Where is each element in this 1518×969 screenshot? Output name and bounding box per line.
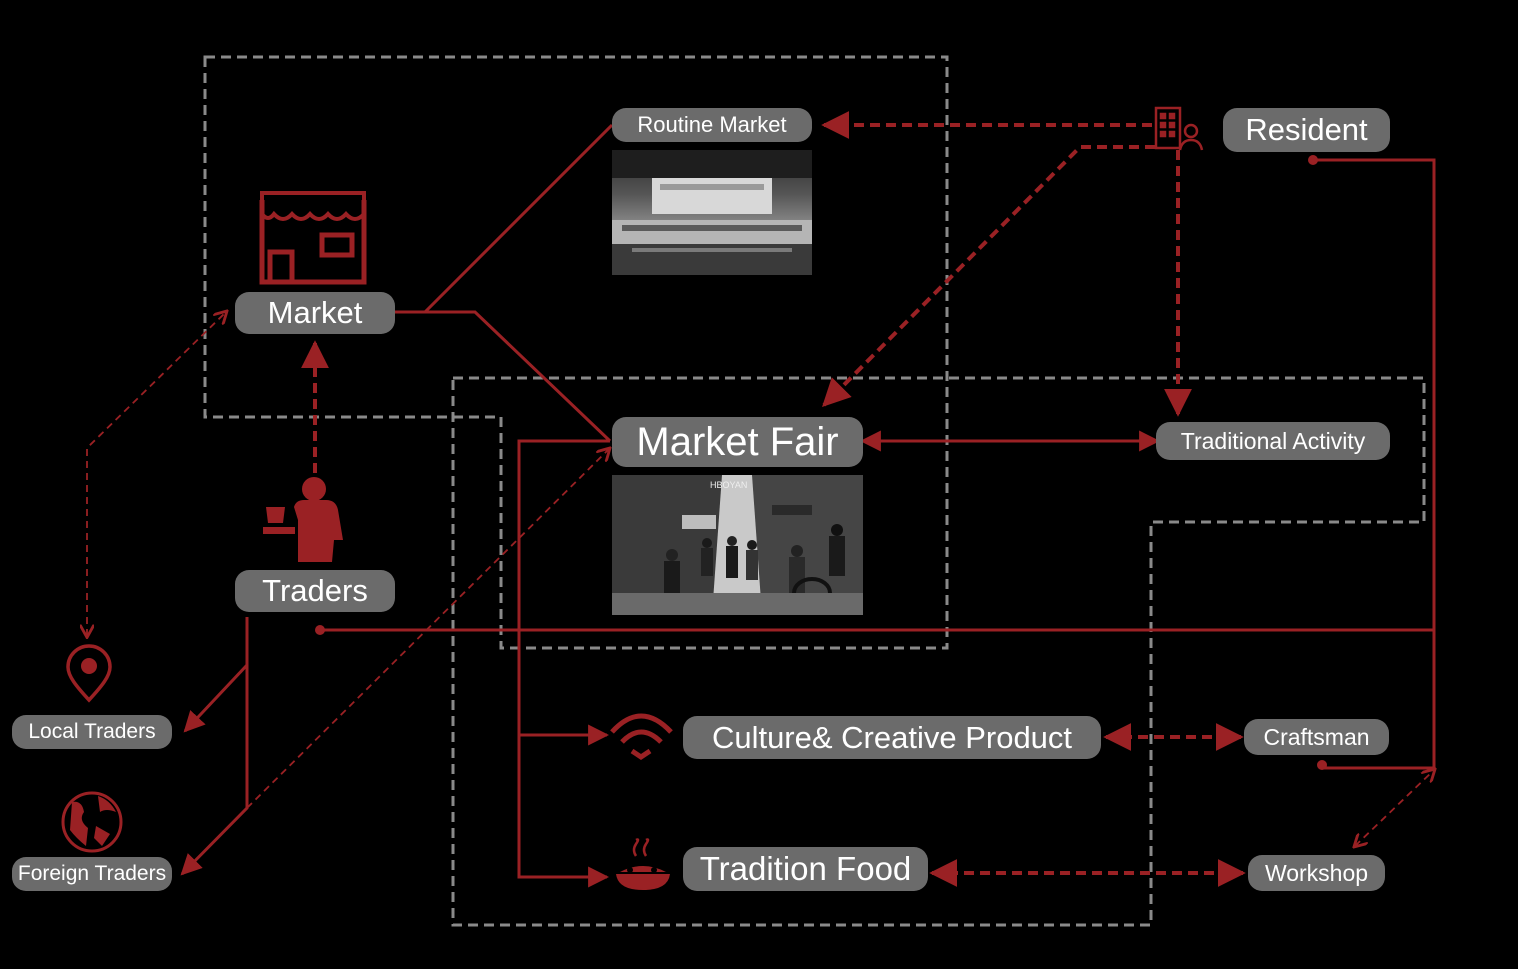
market-fair-photo: HBOYAN [612,475,863,615]
fair-to-food-line [517,735,610,888]
traders-node: Traders [235,570,395,612]
routine-market-photo [612,150,812,275]
traders-to-foreign-line [180,665,249,876]
thin-dashed-connectors [87,312,1434,846]
market-fair-node: Market Fair [612,417,863,467]
resident-node: Resident [1223,108,1390,152]
resident-dot [1308,155,1318,165]
food-bowl-icon [616,838,670,890]
workshop-bus-dashed [1355,770,1434,846]
market-stall-icon [259,191,367,285]
resident-building-icon [1154,106,1204,151]
fair-region-box [451,376,1426,927]
culture-creative-product-node: Culture& Creative Product [683,716,1101,759]
traditional-activity-node: Traditional Activity [1156,422,1390,460]
trader-person-icon [263,477,343,562]
local-to-market-dashed [87,312,226,636]
traders-dot [315,625,325,635]
routine-market-node: Routine Market [612,108,812,142]
tradition-food-node: Tradition Food [683,847,928,891]
resident-bus-line [1313,158,1436,770]
market-to-routine-line [395,123,614,314]
location-pin-icon [66,644,112,703]
foreign-traders-node: Foreign Traders [12,857,172,891]
foreign-to-fair-dashed [246,449,609,809]
globe-icon [61,791,123,853]
fair-to-culture-line [517,439,610,746]
solid-connectors [180,123,1436,888]
market-to-fair-line [425,310,612,443]
workshop-node: Workshop [1248,855,1385,891]
market-node: Market [235,292,395,334]
market-fair-photo-sign: HBOYAN [710,480,747,490]
resident-to-fair-dashed [822,145,1155,407]
craftsman-node: Craftsman [1244,719,1389,755]
dashed-connectors [301,111,1246,887]
craftsman-dot [1317,760,1327,770]
traders-to-local-line [183,617,249,733]
fan-craft-icon [610,713,673,761]
local-traders-node: Local Traders [12,715,172,749]
